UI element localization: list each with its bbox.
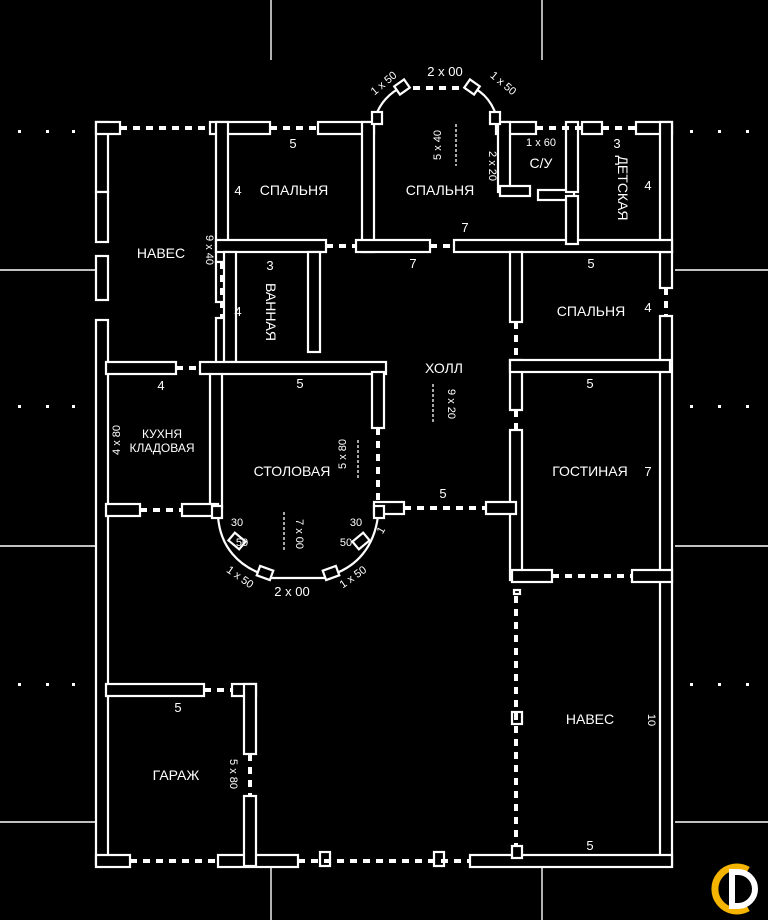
dimension-label: 50 — [340, 537, 352, 549]
dimension-label: 50 — [236, 537, 248, 549]
label-bedroom-3: СПАЛЬНЯ — [557, 303, 625, 319]
dimension-label: 30 — [350, 517, 362, 529]
dimension-label: 5 x 80 — [337, 439, 349, 469]
dimension-label: 4 x 80 — [111, 425, 123, 455]
label-kitchen-2: КЛАДОВАЯ — [129, 441, 194, 455]
dimension-label: 4 — [644, 178, 651, 193]
dimension-label: 3 — [266, 258, 273, 273]
dimension-label: 2 x 00 — [427, 64, 462, 79]
label-bath: С/У — [530, 155, 553, 171]
dimension-label: 30 — [231, 517, 243, 529]
dining-bay-window — [210, 504, 386, 582]
dimension-label: 1 x 50 — [338, 564, 369, 591]
dimension-label: 10 — [645, 714, 657, 726]
dimension-label: 5 — [289, 136, 296, 151]
label-kitchen-1: КУХНЯ — [142, 427, 182, 441]
room-labels: НАВЕС СПАЛЬНЯ СПАЛЬНЯ С/У ДЕТСКАЯ ВАННАЯ… — [129, 155, 631, 783]
walls — [94, 120, 674, 869]
dimension-label: 4 — [234, 304, 241, 319]
dimension-label: 5 — [174, 700, 181, 715]
dimension-label: 5 — [296, 376, 303, 391]
dimension-label: 7 — [409, 256, 416, 271]
dimension-label: 5 — [587, 256, 594, 271]
label-dining: СТОЛОВАЯ — [254, 463, 331, 479]
label-naves-right: НАВЕС — [566, 711, 614, 727]
label-bathroom: ВАННАЯ — [263, 283, 279, 341]
dimension-label: 7 — [461, 220, 468, 235]
label-naves-left: НАВЕС — [137, 245, 185, 261]
dimension-label: 1 — [375, 525, 388, 536]
dimension-label: 4 — [234, 183, 241, 198]
brand-logo — [711, 863, 758, 915]
openings — [120, 86, 668, 863]
dimension-label: 2 x 00 — [274, 584, 309, 599]
dimension-label: 5 — [586, 376, 593, 391]
dimension-label: 7 x 00 — [293, 519, 305, 549]
label-bedroom-1: СПАЛЬНЯ — [260, 182, 328, 198]
dimension-label: 3 — [613, 136, 620, 151]
dimension-label: 1 x 50 — [369, 69, 400, 97]
dimension-label: 5 x 80 — [227, 759, 239, 789]
dimension-label: 5 — [586, 838, 593, 853]
top-bay-window — [370, 77, 502, 126]
dimension-label: 5 — [439, 486, 446, 501]
label-hall: ХОЛЛ — [425, 360, 463, 376]
dimension-label: 1 x 60 — [526, 137, 556, 149]
dimension-label: 9 x 40 — [203, 235, 215, 265]
label-bedroom-2: СПАЛЬНЯ — [406, 182, 474, 198]
dimension-label: 2 x 20 — [486, 151, 498, 181]
door-arrows — [283, 124, 457, 552]
label-kids: ДЕТСКАЯ — [615, 155, 631, 220]
dimension-label: 4 — [157, 378, 164, 393]
dimension-label: 9 x 20 — [445, 389, 457, 419]
dimension-label: 7 — [644, 464, 651, 479]
label-living: ГОСТИНАЯ — [552, 463, 628, 479]
dimension-label: 5 x 40 — [432, 130, 444, 160]
label-garage: ГАРАЖ — [153, 767, 200, 783]
dimension-label: 4 — [644, 300, 651, 315]
dimension-label: 1 x 50 — [488, 69, 519, 97]
